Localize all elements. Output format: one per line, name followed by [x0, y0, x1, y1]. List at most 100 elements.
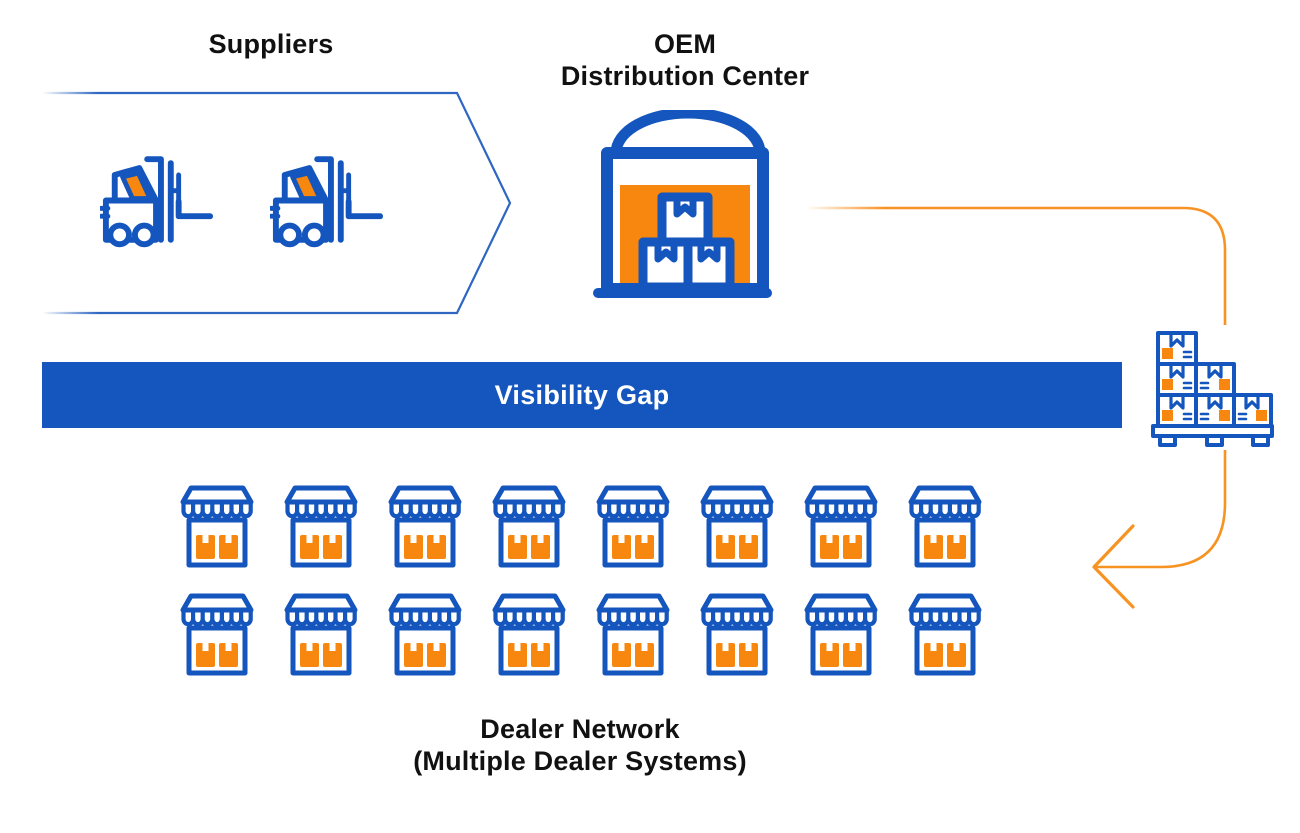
package-icon: [612, 643, 631, 667]
awning-band: [807, 610, 875, 621]
forklift-mast: [314, 156, 334, 243]
awning-band: [287, 502, 355, 513]
package-icon: [508, 643, 527, 667]
forklift-fork: [345, 198, 384, 220]
forklift-mast: [144, 156, 164, 243]
store-roof: [284, 485, 358, 505]
forklift-wheel: [277, 222, 302, 248]
pallet-foot: [1205, 434, 1224, 447]
forklift-wheel: [301, 222, 327, 248]
package-icon: [843, 643, 862, 667]
package-icon: [635, 643, 654, 667]
package-notch: [202, 643, 209, 651]
package-notch: [225, 535, 232, 543]
store-roof: [908, 593, 982, 613]
package-icon: [323, 535, 342, 559]
store-roof: [388, 485, 462, 505]
package-icon: [404, 643, 423, 667]
awning-band: [495, 502, 563, 513]
package-notch: [745, 643, 752, 651]
package-icon: [531, 535, 550, 559]
forklift-cab: [111, 165, 159, 204]
package-icon: [820, 535, 839, 559]
storefront-icon: [388, 593, 462, 676]
package-notch: [537, 643, 544, 651]
package-notch: [953, 535, 960, 543]
package-notch: [514, 535, 521, 543]
forklift-icon: [100, 156, 214, 248]
package-icon: [716, 535, 735, 559]
package-notch: [953, 643, 960, 651]
pallet-foot: [1158, 434, 1177, 447]
awning-band: [911, 502, 979, 513]
pallet-box: [1156, 362, 1198, 397]
forklift-fork: [175, 198, 214, 220]
awning-band: [911, 610, 979, 621]
visibility-gap-banner: Visibility Gap: [42, 362, 1122, 428]
awning-scallops: [493, 499, 565, 519]
forklift-hitch: [270, 205, 281, 219]
box-tape: [654, 241, 678, 263]
storefront-icon: [492, 485, 566, 568]
package-icon: [531, 643, 550, 667]
storefront-icon: [596, 593, 670, 676]
pallet-box: [1194, 362, 1236, 397]
warehouse-base: [593, 288, 772, 298]
package-notch: [826, 643, 833, 651]
awning-band: [807, 502, 875, 513]
store-roof: [388, 593, 462, 613]
store-roof: [700, 485, 774, 505]
storefront-icon: [908, 485, 982, 568]
box-tape: [697, 241, 721, 263]
storefront-icon: [596, 485, 670, 568]
storefront-icon: [804, 485, 878, 568]
awning-band: [703, 502, 771, 513]
store-roof: [804, 485, 878, 505]
pallet-box: [1194, 393, 1236, 428]
storefront-icon: [284, 593, 358, 676]
awning-band: [183, 610, 251, 621]
warehouse-icon: [593, 110, 772, 298]
package-icon: [404, 535, 423, 559]
package-icon: [843, 535, 862, 559]
storefront-icon: [180, 485, 254, 568]
box-tape: [673, 196, 697, 218]
awning-band: [391, 610, 459, 621]
package-icon: [947, 643, 966, 667]
package-notch: [202, 535, 209, 543]
dealer-network-label: Dealer Network (Multiple Dealer Systems): [300, 713, 860, 777]
store-roof: [596, 485, 670, 505]
storefront-icon: [388, 485, 462, 568]
package-icon: [300, 643, 319, 667]
package-icon: [612, 535, 631, 559]
awning-scallops: [597, 499, 669, 519]
awning-scallops: [701, 499, 773, 519]
flow-fade: [805, 202, 885, 214]
awning-scallops: [805, 499, 877, 519]
package-icon: [739, 535, 758, 559]
storefront-icon: [700, 485, 774, 568]
storefront-icon: [908, 593, 982, 676]
package-notch: [410, 643, 417, 651]
package-notch: [537, 535, 544, 543]
awning-band: [183, 502, 251, 513]
forklift-wheel: [107, 222, 132, 248]
store-roof: [908, 485, 982, 505]
store-roof: [804, 593, 878, 613]
awning-scallops: [597, 607, 669, 627]
package-icon: [427, 535, 446, 559]
package-icon: [635, 535, 654, 559]
awning-band: [287, 610, 355, 621]
pallet-boxes-icon: [1150, 325, 1275, 450]
awning-scallops: [181, 607, 253, 627]
package-notch: [745, 535, 752, 543]
storefront-icon: [284, 485, 358, 568]
package-icon: [924, 535, 943, 559]
package-notch: [306, 643, 313, 651]
package-icon: [219, 643, 238, 667]
forklift-hitch: [100, 205, 111, 219]
package-notch: [433, 643, 440, 651]
oem-label-line1: OEM: [653, 29, 717, 59]
package-notch: [306, 535, 313, 543]
